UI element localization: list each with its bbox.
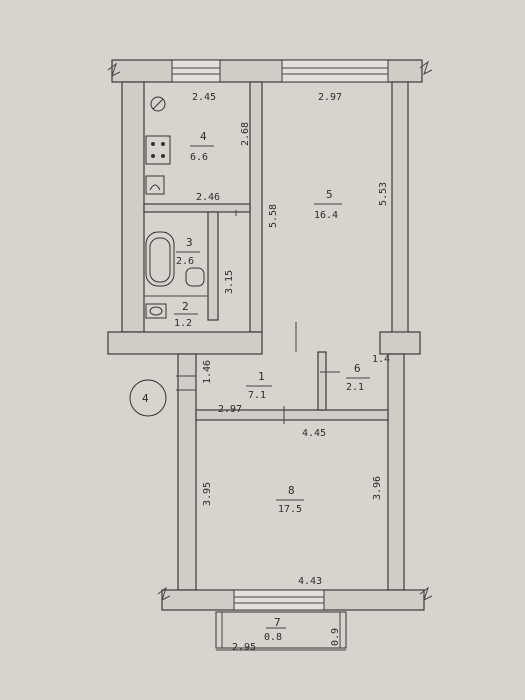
dim-bath-height: 3.15	[224, 270, 235, 294]
room-area: 2.6	[176, 256, 194, 267]
dim-hall-height: 1.46	[202, 360, 213, 384]
wall-left-upper	[121, 81, 145, 333]
dim-living-right: 5.53	[378, 182, 389, 206]
wall-bedroom-top	[195, 409, 389, 421]
dim-kitchen-width: 2.45	[192, 92, 216, 103]
toilet-icon	[145, 303, 167, 319]
room-number: 1	[258, 370, 265, 383]
room-area: 7.1	[248, 390, 266, 401]
window-living	[281, 59, 389, 83]
balcony-outline	[215, 611, 347, 649]
sink-icon	[150, 96, 166, 112]
room-balcony: 7 0.8	[264, 616, 286, 643]
room-area: 0.8	[264, 632, 282, 643]
dim-living-width: 2.97	[318, 92, 342, 103]
dim-balcony-width: 2.95	[232, 642, 256, 653]
dim-bedroom-top: 4.45	[302, 428, 326, 439]
room-bedroom: 8 17.5	[276, 484, 304, 515]
room-toilet: 2 1.2	[174, 300, 198, 329]
break-line-top-right	[419, 60, 433, 75]
wall-right-upper	[391, 81, 409, 341]
room-area: 1.2	[174, 318, 192, 329]
dim-kitchen-height: 2.68	[240, 122, 251, 146]
break-line-bottom-right	[419, 586, 433, 601]
room-number: 3	[186, 236, 193, 249]
window-bedroom	[233, 589, 325, 611]
dim-kitchen-bottom: 2.46	[196, 192, 220, 203]
room-storage: 6 2.1	[346, 362, 370, 393]
kitchen-sink-icon	[145, 175, 165, 195]
dim-bedroom-bottom: 4.43	[298, 576, 322, 587]
stove-icon	[145, 135, 171, 165]
room-number: 5	[326, 188, 333, 201]
bathtub-icon	[145, 231, 175, 287]
room-number: 8	[288, 484, 295, 497]
wall-bath-right	[207, 211, 219, 321]
room-area: 6.6	[190, 152, 208, 163]
dim-balcony-depth: 0.9	[330, 628, 341, 646]
wall-storage-left	[317, 351, 327, 411]
room-area: 16.4	[314, 210, 338, 221]
room-hallway: 1 7.1	[246, 370, 272, 401]
wall-middle-right	[379, 331, 421, 355]
dim-hall-width: 2.97	[218, 404, 242, 415]
dim-storage-height: 1.4	[372, 354, 390, 365]
dim-bedroom-right: 3.96	[372, 476, 383, 500]
wall-kitchen-bottom	[143, 203, 251, 213]
apartment-marker	[129, 379, 167, 417]
wall-lower-right	[387, 353, 405, 591]
room-area: 17.5	[278, 504, 302, 515]
room-number: 4	[200, 130, 207, 143]
dim-bedroom-left: 3.95	[202, 482, 213, 506]
wall-lower-left	[177, 353, 197, 591]
apartment-number: 4	[142, 392, 149, 405]
room-living: 5 16.4	[314, 188, 342, 221]
window-kitchen	[171, 59, 221, 83]
break-line-top-left	[107, 62, 121, 77]
room-area: 2.1	[346, 382, 364, 393]
room-number: 6	[354, 362, 361, 375]
washbasin-icon	[185, 267, 205, 287]
room-number: 7	[274, 616, 281, 629]
room-number: 2	[182, 300, 189, 313]
break-line-bottom-left	[157, 586, 171, 601]
wall-middle-left	[107, 331, 263, 355]
room-kitchen: 4 6.6	[190, 130, 214, 163]
wall-mid-vertical	[249, 81, 263, 333]
dim-living-left: 5.58	[268, 204, 279, 228]
room-bathroom: 3 2.6	[176, 236, 200, 267]
